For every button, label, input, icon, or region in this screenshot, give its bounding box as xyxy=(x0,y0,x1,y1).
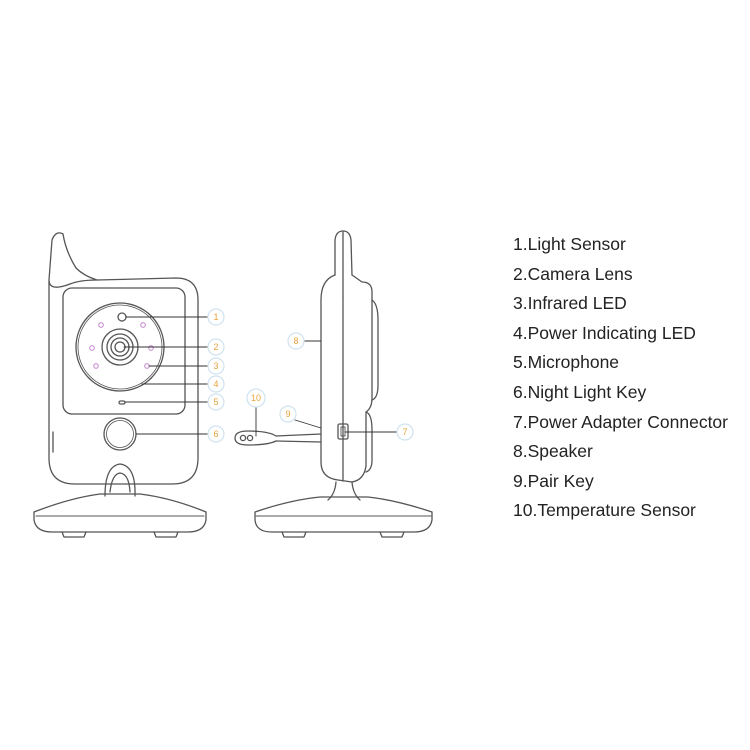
svg-text:4: 4 xyxy=(213,379,218,389)
legend-item-temperature-sensor: 10.Temperature Sensor xyxy=(513,500,696,521)
svg-text:8: 8 xyxy=(293,336,298,346)
microphone xyxy=(118,400,126,405)
svg-text:10: 10 xyxy=(251,393,261,403)
legend-item-speaker: 8.Speaker xyxy=(513,441,593,462)
legend-item-pair-key: 9.Pair Key xyxy=(513,470,594,491)
side-stand-neck xyxy=(327,481,361,501)
infrared-leds xyxy=(89,322,154,369)
side-base xyxy=(254,496,433,533)
temperature-sensor-cable xyxy=(275,433,322,443)
component-legend: 1.Light Sensor 2.Camera Lens 3.Infrared … xyxy=(513,233,728,529)
callout-4: 4 xyxy=(207,375,225,393)
legend-item-infrared-led: 3.Infrared LED xyxy=(513,293,627,314)
svg-text:1: 1 xyxy=(213,312,218,322)
temperature-sensor-probe xyxy=(234,430,277,446)
infrared-led xyxy=(98,322,104,328)
side-view xyxy=(234,230,433,538)
callout-2: 2 xyxy=(207,338,225,356)
front-view xyxy=(33,232,207,538)
front-body xyxy=(48,277,199,485)
callout-3: 3 xyxy=(207,357,225,375)
callout-8: 8 xyxy=(287,332,305,350)
legend-item-power-adapter-connector: 7.Power Adapter Connector xyxy=(513,411,728,432)
callout-5: 5 xyxy=(207,393,225,411)
side-antenna xyxy=(334,230,353,276)
leader-lines xyxy=(123,316,398,437)
infrared-led xyxy=(89,345,95,351)
legend-item-microphone: 5.Microphone xyxy=(513,352,620,373)
svg-text:7: 7 xyxy=(402,427,407,437)
callout-7: 7 xyxy=(396,423,414,441)
callout-9: 9 xyxy=(279,405,297,423)
power-adapter-connector xyxy=(337,423,349,440)
svg-text:2: 2 xyxy=(213,342,218,352)
front-antenna xyxy=(48,232,98,281)
callout-6: 6 xyxy=(207,425,225,443)
svg-text:3: 3 xyxy=(213,361,218,371)
svg-text:9: 9 xyxy=(285,409,290,419)
night-light-key xyxy=(103,417,137,451)
svg-text:5: 5 xyxy=(213,397,218,407)
infrared-led xyxy=(148,345,154,351)
legend-item-camera-lens: 2.Camera Lens xyxy=(513,263,633,284)
legend-item-night-light-key: 6.Night Light Key xyxy=(513,381,647,402)
callout-10: 10 xyxy=(246,388,266,408)
legend-item-light-sensor: 1.Light Sensor xyxy=(513,234,626,254)
side-screen-bulge xyxy=(371,299,379,401)
svg-text:6: 6 xyxy=(213,429,218,439)
front-stand-neck xyxy=(104,463,136,497)
infrared-led xyxy=(140,322,146,328)
light-sensor xyxy=(117,312,127,322)
front-face-panel xyxy=(62,287,186,415)
front-base xyxy=(33,493,207,533)
infrared-led xyxy=(93,363,99,369)
legend-item-power-indicating-led: 4.Power Indicating LED xyxy=(513,322,696,343)
side-body xyxy=(320,274,373,483)
callout-1: 1 xyxy=(207,308,225,326)
